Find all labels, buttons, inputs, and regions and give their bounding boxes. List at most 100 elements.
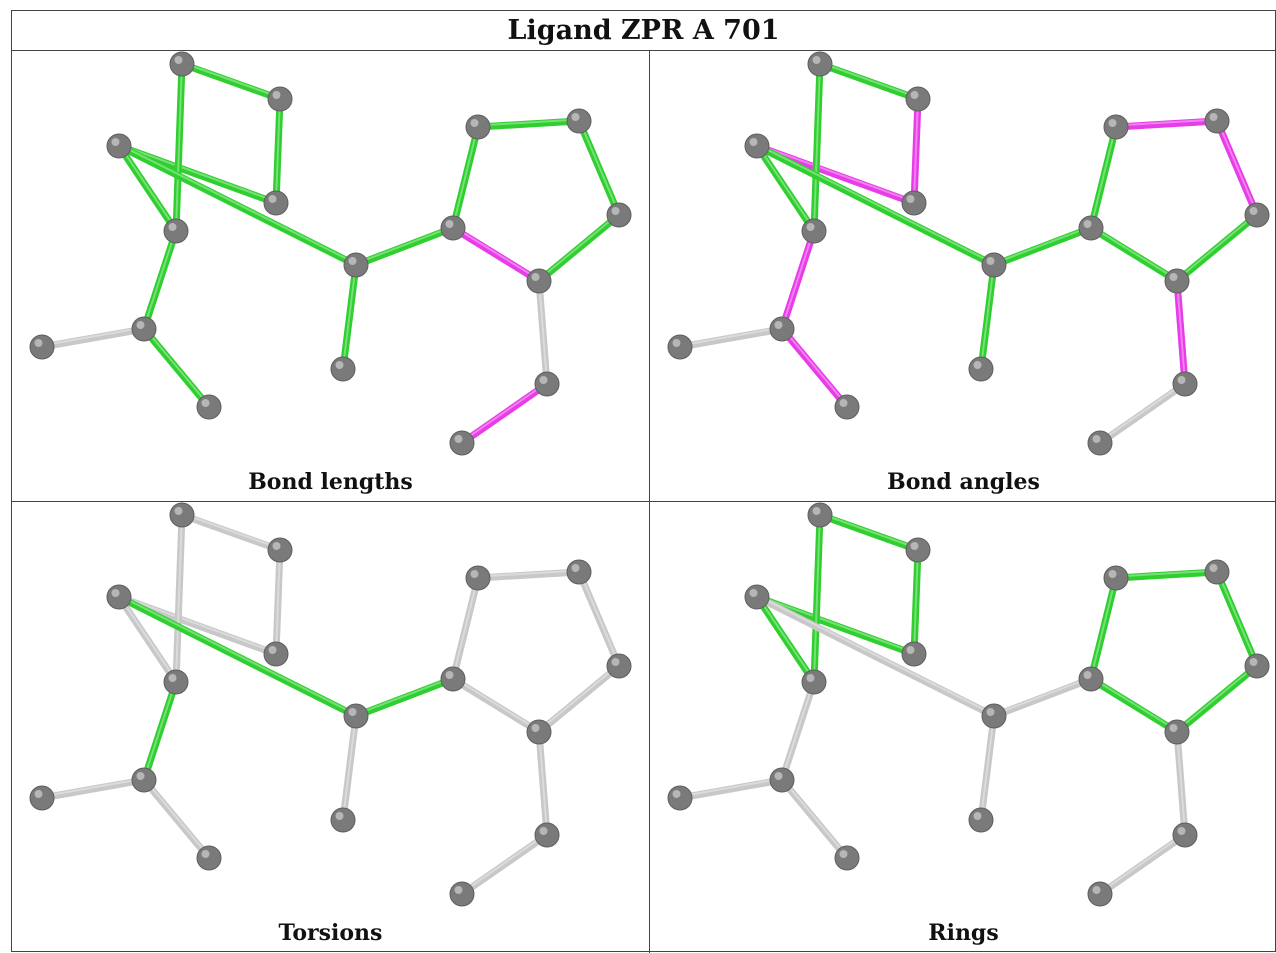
atom-shine [1083,671,1092,679]
atom-a4 [801,218,827,244]
atom-shine [1249,207,1258,215]
bond-highlight [538,212,620,281]
atom-a17 [1087,430,1113,456]
bond-highlight [452,125,479,227]
atom-shine [1108,119,1117,127]
bond-a5-a9 [115,142,360,269]
atom-a14 [1244,653,1270,679]
bond-highlight [993,225,1092,265]
bond-a2-a3 [910,546,922,658]
bond-a11-a12 [449,123,482,232]
atom-a16 [1172,371,1198,397]
atom-shine [136,772,145,780]
bond-highlight [181,512,281,550]
bond-a2-a3 [910,95,922,207]
atom-shine [268,195,277,203]
atom-a13 [566,559,592,585]
atom-shine [672,790,681,798]
atom-shine [806,223,815,231]
atom-shine [611,658,620,666]
atom-a6 [769,316,795,342]
atom-a11 [440,215,466,241]
bond-highlight [913,548,919,653]
atom-shine [1108,570,1117,578]
bond-a4-a1 [172,60,186,235]
bond-a6-a8 [140,325,213,411]
atom-shine [168,223,177,231]
bond-highlight [1216,119,1258,214]
atom-shine [539,376,548,384]
bond-highlight [143,680,177,779]
bond-a9-a10 [977,261,998,373]
figure-title: Ligand ZPR A 701 [12,11,1275,51]
atom-a14 [606,653,632,679]
atom-a12 [465,114,491,140]
bond-highlight [175,513,183,681]
bond-highlight [275,548,281,653]
bond-a5-a4 [115,142,180,235]
bond-a5-a4 [115,593,180,686]
bond-highlight [756,594,995,716]
bond-highlight [819,61,919,99]
bond-a9-a10 [977,712,998,824]
bond-a5-a9 [753,142,998,269]
atom-shine [1177,376,1186,384]
bond-highlight [538,663,620,732]
bond-a15-a16 [1173,277,1189,388]
bond-a6-a7 [676,776,786,802]
bond-highlight [355,676,454,716]
atom-shine [201,399,210,407]
bond-a13-a14 [575,568,623,670]
atom-a17 [1087,881,1113,907]
bond-highlight [756,143,815,231]
panel-divider-vertical [649,51,650,953]
molecule-diagram [29,502,632,907]
atom-shine [335,361,344,369]
bond-a15-a16 [535,277,551,388]
atom-a10 [330,356,356,382]
bond-a9-a11 [990,224,1095,269]
atom-shine [34,339,43,347]
atom-a1 [807,51,833,77]
bond-highlight [993,676,1092,716]
atom-a7 [29,785,55,811]
atom-a8 [196,845,222,871]
bond-a5-a9 [115,593,360,720]
molecule-diagram [667,51,1270,456]
bond-a4-a6 [140,678,180,784]
bond-a9-a11 [352,675,457,720]
bond-a13-a14 [575,117,623,219]
atom-a4 [163,669,189,695]
bond-highlight [452,576,479,678]
atom-a3 [901,190,927,216]
atom-a5 [106,133,132,159]
bond-a2-a3 [272,95,284,207]
atom-a10 [968,356,994,382]
atom-shine [348,257,357,265]
bond-a6-a7 [38,776,148,802]
atom-a4 [801,669,827,695]
atom-shine [812,56,821,64]
bond-a4-a6 [778,678,818,784]
atom-a3 [263,641,289,667]
atom-a4 [163,218,189,244]
bond-a12-a13 [1112,117,1221,131]
atom-shine [1209,113,1218,121]
bond-a16-a17 [1096,380,1189,447]
bond-highlight [118,594,357,716]
bond-a16-a17 [458,831,551,898]
bond-a16-a17 [458,380,551,447]
atom-shine [774,321,783,329]
panel-caption: Bond angles [887,469,1040,495]
atom-shine [812,507,821,515]
atom-a15 [526,268,552,294]
bond-highlight [578,570,620,665]
atom-shine [454,435,463,443]
bond-highlight [342,714,357,819]
bond-a14-a15 [535,662,623,736]
bond-highlight [756,143,995,265]
bond-highlight [41,777,145,798]
atom-a6 [769,767,795,793]
atom-shine [470,570,479,578]
atom-shine [454,886,463,894]
